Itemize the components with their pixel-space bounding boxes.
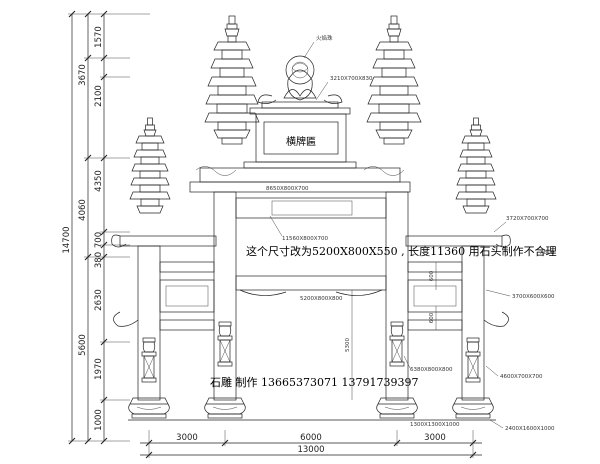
lion-post-1 (141, 337, 157, 383)
dim-opening-height: 5300 (345, 338, 351, 352)
right-center-column (385, 191, 409, 401)
dim-segment-7: 1970 (94, 358, 104, 380)
dim-segment-5: 380 (94, 252, 104, 268)
flaming-pearl-ornament (257, 55, 343, 109)
signboard-panel (263, 121, 339, 155)
dim-left-bay: 3000 (176, 433, 198, 443)
dim-center-bay: 6000 (300, 433, 322, 443)
lion-post-3 (389, 321, 405, 367)
callout-lower-beam: 5200X800X800 (300, 296, 343, 302)
callout-upper-beam: 8650X800X700 (266, 186, 309, 192)
revision-note: 这个尺寸改为5200X800X550 , 长度11360 用石头制作不合理 (246, 244, 557, 258)
callout-small-beam: 3720X700X700 (506, 216, 549, 222)
callout-partial: X800 (540, 250, 555, 256)
dim-overall-width: 13000 (297, 445, 324, 455)
callout-labels: 3210X700X830 8650X800X700 11560X800X700 … (266, 76, 555, 432)
top-ornament-label: 火焰珠 (316, 34, 333, 42)
dim-overall-height: 14700 (62, 226, 72, 253)
left-outer-column (137, 245, 161, 401)
dim-segment-4: 700 (94, 232, 104, 248)
right-side-panel (407, 279, 463, 313)
left-small-pagoda (129, 117, 171, 214)
lower-beam (235, 275, 387, 291)
right-small-pagoda (455, 117, 497, 214)
maker-contact: 石雕 制作 13665373071 13791739397 (210, 375, 418, 389)
left-tall-pagoda (204, 15, 260, 145)
dim-segment-3: 4350 (94, 170, 104, 192)
lion-post-2 (217, 321, 233, 367)
upper-main-beam (189, 181, 411, 193)
callout-outer-base: 2400X1600X1000 (505, 426, 555, 432)
signboard-text: 横牌匾 (286, 135, 316, 148)
dim-lower-group: 5600 (78, 334, 88, 356)
callout-side-column: 3700X600X600 (512, 294, 555, 300)
middle-beam (235, 197, 387, 219)
bottom-dimensions: 3000 6000 3000 13000 (140, 430, 482, 459)
base-1 (128, 397, 170, 419)
lion-post-4 (465, 337, 481, 383)
left-dimension-column: 14700 3670 4060 5600 1570 2100 4350 700 … (62, 10, 150, 445)
right-tall-pagoda (366, 15, 422, 145)
dim-panel-height-lower: 600 (429, 312, 435, 323)
dim-segment-1: 1570 (94, 26, 104, 48)
dim-segment-8: 1000 (94, 409, 104, 431)
base-4 (452, 397, 494, 419)
base-3 (376, 397, 418, 419)
dim-mid-group: 4060 (78, 199, 88, 221)
dim-right-bay: 3000 (424, 433, 446, 443)
dim-top-group: 3670 (78, 64, 88, 86)
archway-structure: 火焰珠 横牌匾 (111, 15, 511, 421)
dim-segment-6: 2630 (94, 289, 104, 311)
base-2 (204, 397, 246, 419)
callout-outer-column: 4600X700X700 (500, 374, 543, 380)
callout-center-base: 1300X1300X1000 (410, 422, 460, 428)
dim-segment-2: 2100 (94, 85, 104, 107)
right-outer-column (461, 245, 485, 401)
left-side-panel (159, 279, 215, 313)
callout-middle-beam: 11560X800X700 (282, 236, 329, 242)
callout-center-column: 6380X800X800 (410, 367, 453, 373)
left-center-column (213, 191, 237, 401)
dim-panel-height-upper: 600 (429, 270, 435, 281)
callout-top-plaque: 3210X700X830 (330, 76, 373, 82)
